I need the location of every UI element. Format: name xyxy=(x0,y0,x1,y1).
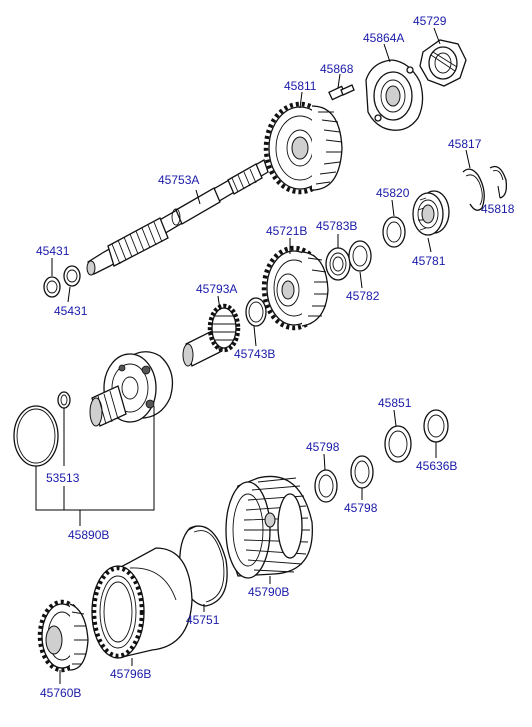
leader-45864A xyxy=(383,43,391,63)
part-45721B-gear xyxy=(261,245,329,331)
label-53513: 53513 xyxy=(46,471,80,485)
label-45729: 45729 xyxy=(413,14,447,28)
label-45796B: 45796B xyxy=(110,667,151,681)
label-45798-top: 45798 xyxy=(306,440,340,454)
label-45721B: 45721B xyxy=(266,224,307,238)
leader-45729 xyxy=(433,27,441,45)
part-45751-snapring xyxy=(179,525,228,607)
part-45796B-drum xyxy=(91,547,193,659)
label-45753A: 45753A xyxy=(158,173,199,187)
part-45798-washer-a xyxy=(314,469,338,503)
leader-45753A xyxy=(195,189,201,205)
label-45636B: 45636B xyxy=(416,459,457,473)
label-45790B: 45790B xyxy=(248,585,289,599)
leader-45431-b xyxy=(67,286,71,303)
leader-45820 xyxy=(391,199,395,217)
label-45820: 45820 xyxy=(376,186,410,200)
leader-45817 xyxy=(465,149,471,169)
part-45817-snapring xyxy=(462,168,485,211)
part-45781-bearing xyxy=(412,190,450,236)
label-45751: 45751 xyxy=(186,613,220,627)
leader-45868 xyxy=(337,73,341,89)
part-45818-snapring xyxy=(489,165,508,199)
part-45851-washer xyxy=(384,425,412,463)
part-45783B-washer xyxy=(325,247,351,281)
part-45753A-shaft xyxy=(86,159,269,276)
part-large-oring xyxy=(13,405,59,467)
label-45760B: 45760B xyxy=(40,686,81,700)
label-45864A: 45864A xyxy=(363,31,404,45)
label-45783B: 45783B xyxy=(316,219,357,233)
label-45868: 45868 xyxy=(320,62,354,76)
label-45793A: 45793A xyxy=(196,282,237,296)
part-45864A-retainer xyxy=(365,59,424,131)
part-45868-bolt xyxy=(328,84,355,101)
label-45811: 45811 xyxy=(284,79,317,93)
part-45793A-pinion xyxy=(182,303,241,367)
part-45811-drive-gear xyxy=(263,101,343,195)
part-45820-washer xyxy=(382,216,406,248)
part-45790B-ringgear xyxy=(225,475,313,579)
part-45431-washer-a xyxy=(43,276,61,298)
label-45817: 45817 xyxy=(448,137,482,151)
part-45636B-washer xyxy=(423,409,449,443)
label-45798-bottom: 45798 xyxy=(344,501,378,515)
part-45798-washer-b xyxy=(350,455,374,489)
label-45818: 45818 xyxy=(481,202,515,216)
label-45431-top: 45431 xyxy=(36,244,70,258)
part-45890B-carrier xyxy=(89,351,174,427)
leader-45798-a xyxy=(323,453,326,471)
leader-45782 xyxy=(359,271,363,289)
leader-45811 xyxy=(299,91,303,109)
label-45851: 45851 xyxy=(378,396,412,410)
label-45781: 45781 xyxy=(412,254,446,268)
leader-45851 xyxy=(393,409,397,427)
part-45729-locknut xyxy=(419,39,467,87)
leader-45793A xyxy=(217,295,221,311)
leader-45743B xyxy=(253,325,257,347)
part-45782-washer xyxy=(348,240,372,272)
part-45760B-gear xyxy=(37,599,89,673)
part-45431-washer-b xyxy=(63,265,81,287)
label-45431-bottom: 45431 xyxy=(54,304,88,318)
label-45782: 45782 xyxy=(346,289,380,303)
bracket-45890B xyxy=(35,406,155,511)
part-45743B-washer xyxy=(245,297,267,327)
label-45743B: 45743B xyxy=(234,347,275,361)
leader-45818 xyxy=(497,185,501,199)
label-45890B: 45890B xyxy=(68,528,109,542)
part-53513-snapring xyxy=(57,391,71,409)
leader-45781 xyxy=(427,237,432,253)
